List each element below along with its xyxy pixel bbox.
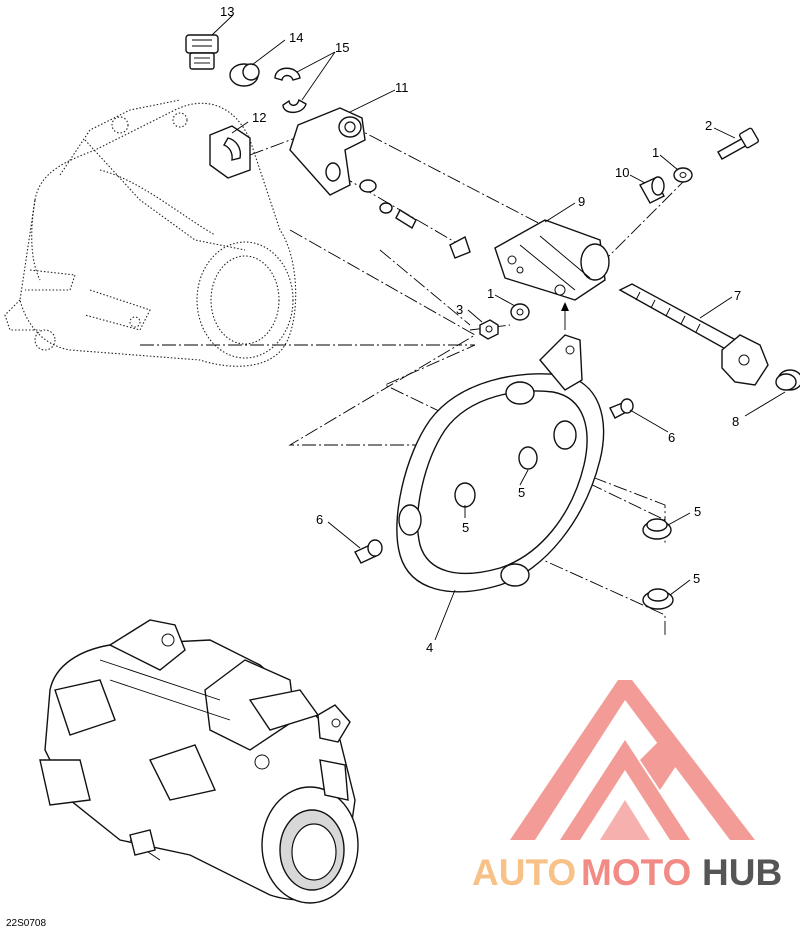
callout-5-center-upper: 5 [518,485,525,500]
cap-part-8 [775,369,800,391]
callout-labels: 13 14 15 11 12 2 1 10 9 1 3 7 8 6 5 5 5 … [220,4,741,655]
callout-5-right-lower: 5 [693,571,700,586]
half-bushing-part-15 [274,67,307,114]
bolt-part-6-upper [609,398,634,419]
cap-part-12 [209,125,251,179]
bolt-part-6-lower [354,539,383,564]
callout-9: 9 [578,194,585,209]
washer-part-1-lower [510,303,530,321]
callout-11: 11 [395,80,409,95]
callout-15: 15 [335,40,349,55]
fitting-part-13 [185,34,219,70]
callout-14: 14 [289,30,303,45]
assembled-jet-pump-view [39,619,359,904]
drawing-reference-code: 22S0708 [6,918,47,929]
bushing-part-5-right-upper [642,518,672,540]
washer-part-1-upper [673,167,693,183]
bracket-part-9 [494,219,610,301]
callout-3: 3 [456,302,463,317]
callout-leaders [211,14,786,641]
callout-1-lower: 1 [487,286,494,301]
callout-8: 8 [732,414,739,429]
nut-part-3 [479,319,499,340]
steering-arm-part-11 [289,107,366,196]
callout-2: 2 [705,118,712,133]
callout-13: 13 [220,4,234,19]
callout-12: 12 [252,110,266,125]
callout-6-upper: 6 [668,430,675,445]
callout-5-center-lower: 5 [462,520,469,535]
callout-1-upper: 1 [652,145,659,160]
spacer-part-10 [639,176,665,204]
wordmark-auto: AUTO [472,852,576,893]
callout-5-right-upper: 5 [694,504,701,519]
automotohub-wordmark: AUTO MOTO HUB [472,852,782,893]
adjuster-screw-part-7 [618,283,769,386]
callout-4: 4 [426,640,433,655]
bushing-part-5-right-lower [642,588,674,610]
bushing-part-14 [229,63,260,87]
callout-7: 7 [734,288,741,303]
screw-assembly [359,179,471,259]
callout-10: 10 [615,165,629,180]
bolt-part-2 [717,127,760,160]
wordmark-hub: HUB [702,852,782,893]
wordmark-moto: MOTO [581,852,691,893]
jet-pump-housing [4,99,297,367]
automotohub-watermark-logo [510,680,755,840]
steering-ring-part-4 [396,334,605,593]
phantom-lines [140,124,691,635]
callout-6-lower: 6 [316,512,323,527]
